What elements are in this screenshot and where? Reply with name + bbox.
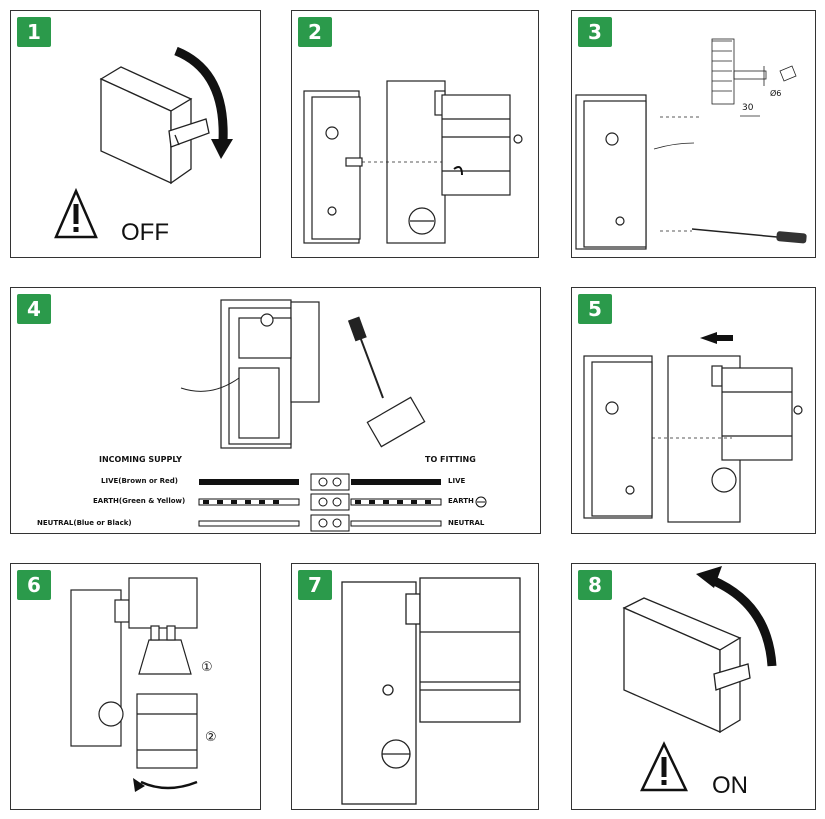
- warning-triangle-icon: [640, 741, 688, 792]
- step-8-panel: 8 ON: [571, 563, 816, 810]
- off-label: OFF: [121, 219, 169, 246]
- step-number-badge: 6: [17, 570, 51, 600]
- bulb-fitting-illustration: [70, 577, 198, 792]
- dimension-30-label: 30: [742, 103, 754, 113]
- step-number-badge: 7: [298, 570, 332, 600]
- step-7-panel: 7: [291, 563, 539, 810]
- to-fitting-label: TO FITTING: [425, 455, 476, 464]
- rotate-arrow-icon: [174, 46, 228, 142]
- step-3-panel: 3 30 Ø6: [571, 10, 816, 258]
- reassemble-illustration: [583, 332, 803, 523]
- switch-off-illustration: [54, 46, 233, 239]
- screwdriver-icon: [691, 228, 807, 244]
- step-number-badge: 5: [578, 294, 612, 324]
- step-2-panel: 2: [291, 10, 539, 258]
- earth-symbol-icon: [475, 496, 487, 508]
- open-housing-illustration: [303, 80, 523, 244]
- callout-2: ②: [205, 730, 217, 745]
- step-5-panel: 5: [571, 287, 816, 534]
- warning-triangle-icon: [54, 187, 98, 239]
- assembled-fitting-illustration: [341, 577, 521, 805]
- live-in-label: LIVE(Brown or Red): [101, 477, 178, 485]
- step-4-panel: 4: [10, 287, 541, 534]
- step-6-panel: 6 ① ②: [10, 563, 261, 810]
- step-number-badge: 8: [578, 570, 612, 600]
- step-1-panel: 1 OFF: [10, 10, 261, 258]
- live-out-label: LIVE: [448, 477, 466, 485]
- incoming-supply-label: INCOMING SUPPLY: [99, 455, 182, 464]
- step-number-badge: 1: [17, 17, 51, 47]
- wall-mounting-illustration: [575, 38, 807, 250]
- wiring-illustration: [180, 299, 487, 532]
- callout-1: ①: [201, 660, 213, 675]
- step-number-badge: 3: [578, 17, 612, 47]
- neutral-out-label: NEUTRAL: [448, 519, 485, 527]
- on-label: ON: [712, 772, 748, 799]
- earth-out-label: EARTH: [448, 497, 474, 505]
- dimension-6-label: Ø6: [770, 89, 782, 98]
- switch-on-illustration: [622, 566, 777, 792]
- neutral-in-label: NEUTRAL(Blue or Black): [37, 519, 132, 527]
- earth-in-label: EARTH(Green & Yellow): [93, 497, 186, 505]
- step-number-badge: 4: [17, 294, 51, 324]
- rotate-arrow-icon: [710, 575, 777, 667]
- step-number-badge: 2: [298, 17, 332, 47]
